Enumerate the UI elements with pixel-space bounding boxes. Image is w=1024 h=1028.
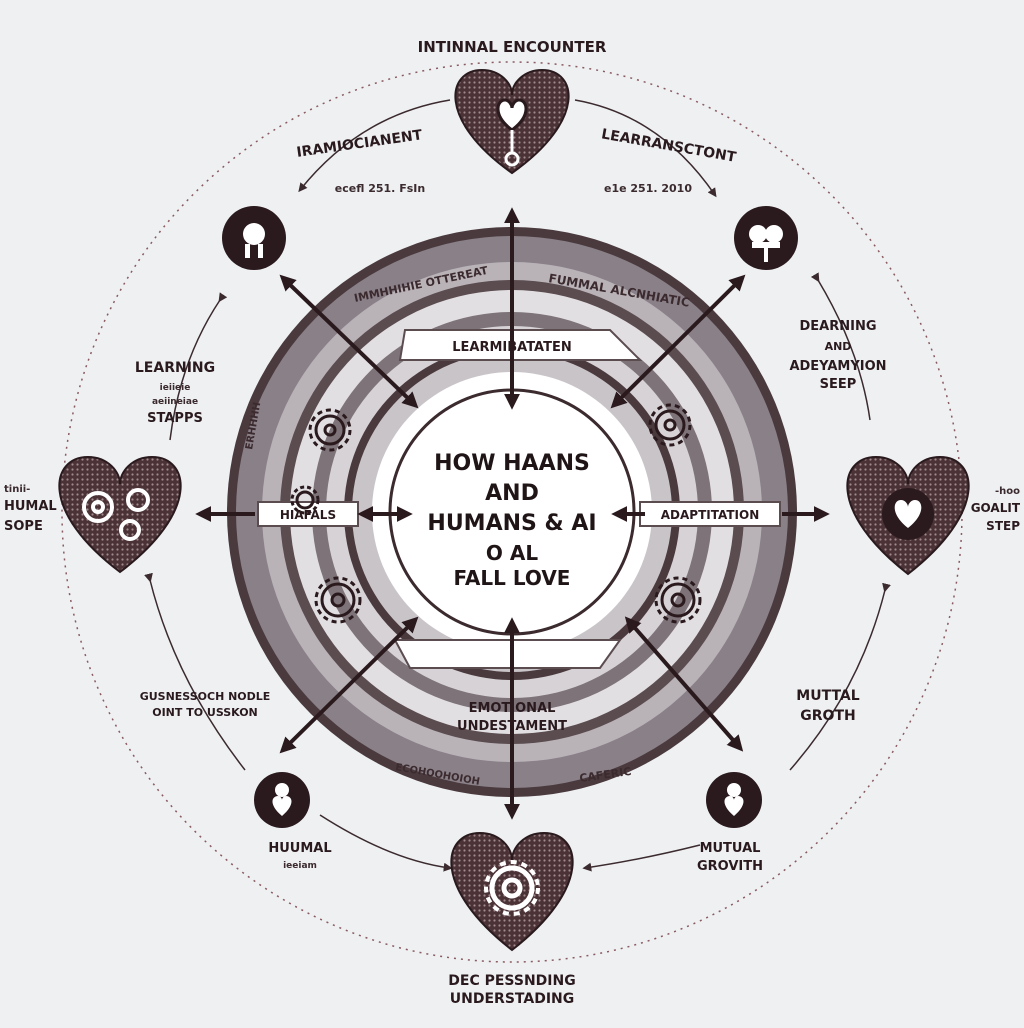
banner-bottom	[395, 640, 620, 668]
person-heart-icon-br	[706, 772, 762, 828]
label-left-sub3: STAPPS	[147, 411, 203, 426]
label-bottom-right-2: GROVITH	[697, 859, 763, 874]
label-right-3: ADEYAMYION	[789, 359, 886, 374]
label-br-2: GROTH	[800, 708, 855, 724]
label-far-left-1: tinii-	[4, 484, 30, 495]
ring-label-right: ADAPTITATION	[661, 508, 759, 522]
title-line-4: O AL	[486, 541, 538, 565]
label-far-right-2: GOALIT	[971, 501, 1021, 515]
title-line-2: AND	[485, 481, 539, 506]
label-left-title: LEARNING	[135, 360, 215, 376]
ring-label-left: HIAFALS	[280, 508, 336, 522]
label-bottom-2: UNDERSTADING	[450, 991, 574, 1007]
title-line-5: FALL LOVE	[454, 566, 571, 590]
label-left-sub2: aeiineiae	[152, 397, 198, 407]
label-bl-1: GUSNESSOCH NODLE	[140, 690, 271, 703]
label-top: INTINNAL ENCOUNTER	[418, 38, 607, 56]
label-bottom-left-1: HUUMAL	[268, 841, 331, 856]
label-far-right-1: -hoo	[995, 486, 1020, 497]
label-bottom-1: DEC PESSNDING	[448, 973, 575, 989]
label-right-2: AND	[825, 340, 852, 353]
label-far-left-2: HUMAL	[4, 499, 57, 514]
person-heart-icon-bl	[254, 772, 310, 828]
label-far-left-3: SOPE	[4, 519, 43, 534]
title-line-1: HOW HAANS	[434, 451, 590, 476]
label-tr-sub: e1e 251. 2010	[604, 182, 692, 195]
label-left-sub1: ieiieie	[160, 383, 191, 393]
label-bottom-right-1: MUTUAL	[700, 841, 761, 856]
label-bottom-left-2: ieeiam	[283, 861, 317, 871]
label-bl-2: OINT TO USSKON	[152, 706, 258, 719]
couple-icon-tr	[734, 206, 798, 270]
label-right-4: SEEP	[820, 377, 857, 392]
label-tl-sub: ecefl 251. FsIn	[335, 182, 425, 195]
label-right-1: DEARNING	[799, 319, 876, 334]
title-line-3: HUMANS & AI	[427, 511, 596, 536]
label-br-1: MUTTAL	[796, 688, 859, 704]
label-far-right-3: STEP	[986, 519, 1020, 533]
person-icon-tl	[222, 206, 286, 270]
